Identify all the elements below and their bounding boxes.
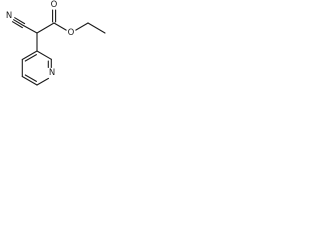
nitrile-group	[11, 17, 38, 34]
ring-bond-c4-c3	[21, 50, 38, 61]
nitrile-triple-bond-2	[13, 19, 25, 27]
carbonyl-group	[52, 9, 57, 23]
pyridine-nitrogen-label: N	[49, 68, 55, 78]
pyridine-ring	[21, 50, 52, 86]
chemical-structure-diagram: N O O N	[6, 0, 106, 86]
ring-inner-double-c3-c4	[24, 54, 37, 62]
ester-oxygen-to-ch2-bond	[75, 22, 89, 31]
nitrile-to-alpha-bond	[23, 25, 38, 34]
nitrile-triple-bond-3	[14, 17, 26, 25]
nitrile-triple-bond-1	[11, 21, 23, 29]
ethyl-ester-chain	[53, 22, 106, 34]
ring-bond-c6-c5	[21, 75, 38, 86]
ring-bond-c3-c2	[36, 50, 52, 60]
ring-inner-double-c5-c6	[24, 74, 37, 82]
carbonyl-oxygen-label: O	[51, 0, 58, 10]
alpha-to-carbonyl-bond	[36, 22, 55, 34]
ring-bond-n1-c6	[36, 77, 50, 86]
carbonyl-to-ester-oxygen-bond	[53, 22, 67, 31]
nitrile-nitrogen-label: N	[6, 11, 12, 21]
ester-oxygen-label: O	[68, 28, 75, 38]
ch2-to-ch3-bond	[87, 22, 106, 34]
